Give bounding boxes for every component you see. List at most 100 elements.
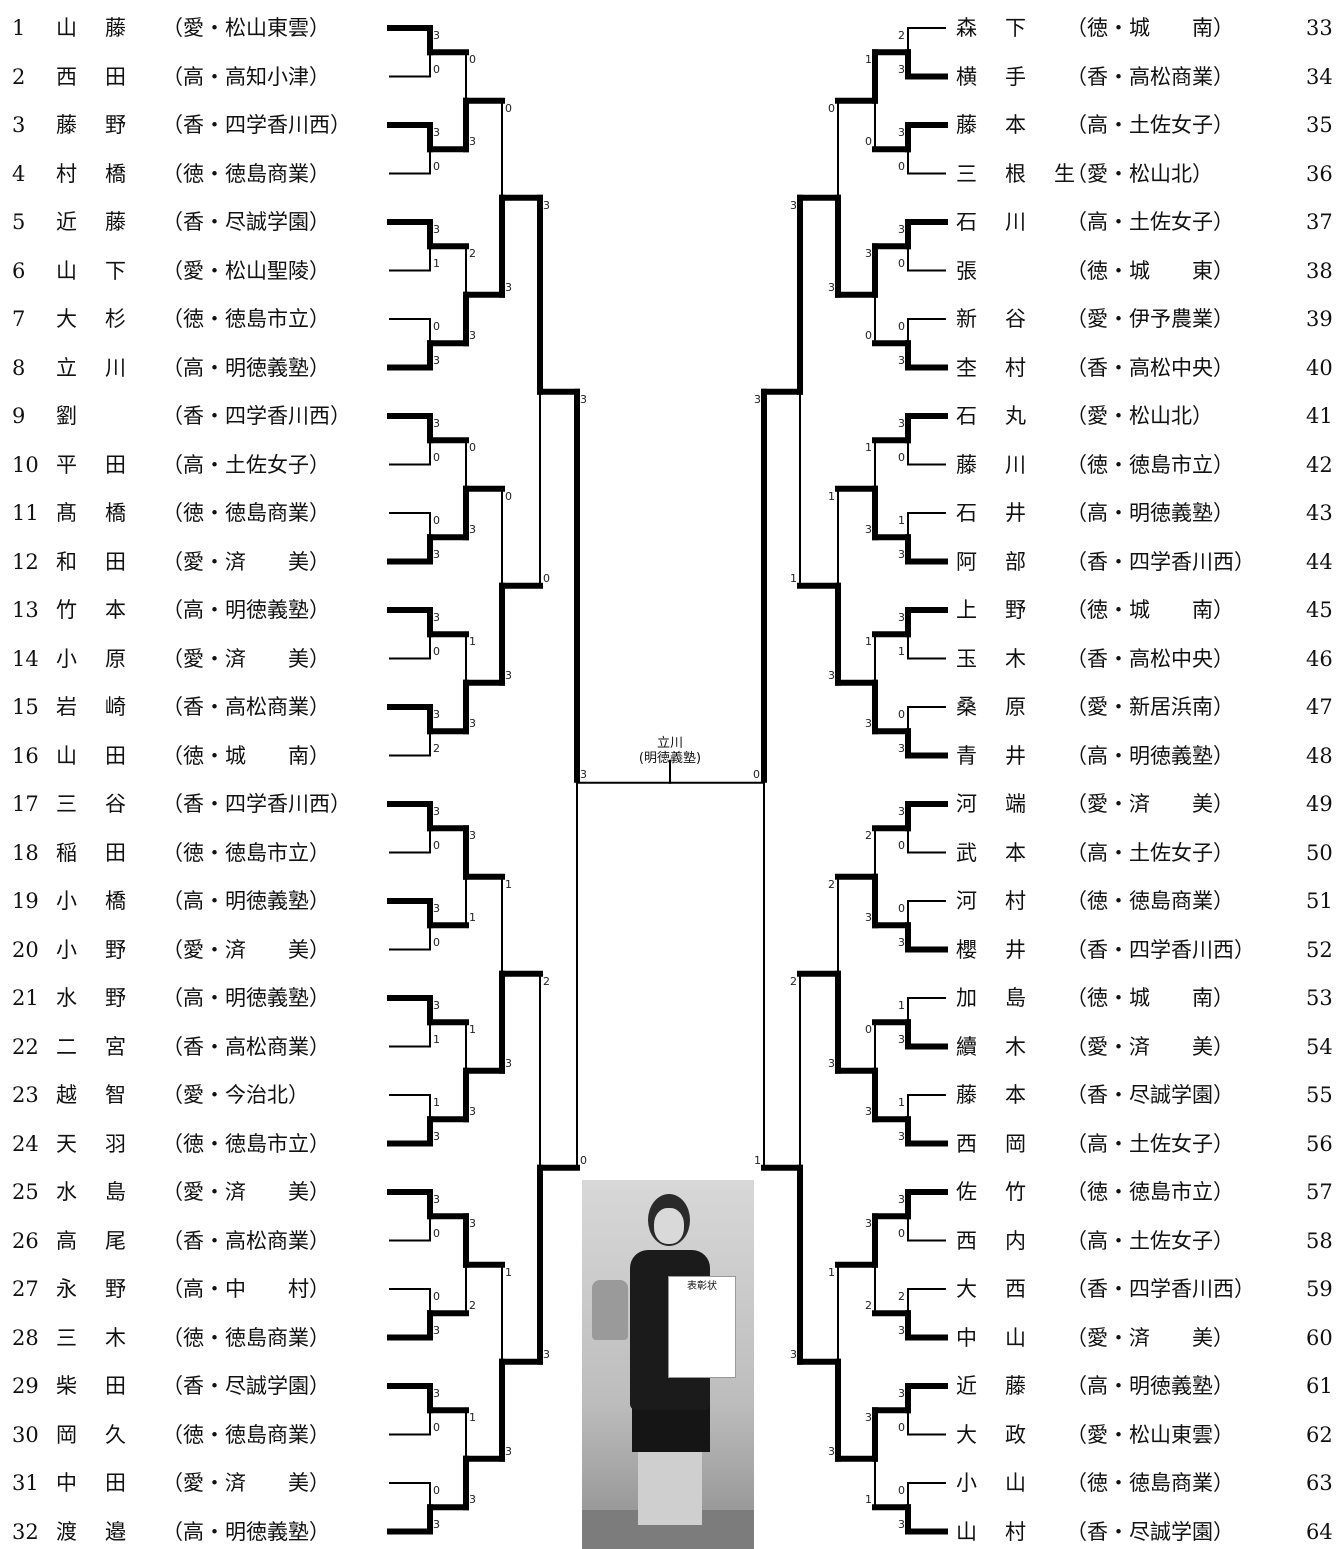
player-seed-number: 16 [12, 741, 52, 771]
match-score: 3 [828, 1446, 835, 1458]
match-score: 0 [828, 103, 835, 115]
player-seed-number: 45 [1306, 595, 1338, 625]
player-row: 40杢村（香・高松中央） [956, 353, 1336, 383]
match-score: 3 [433, 224, 440, 236]
player-row: 58西内（高・土佐女子） [956, 1226, 1336, 1256]
player-name: 永野 [56, 1274, 156, 1304]
match-score: 3 [865, 248, 872, 260]
match-score: 1 [790, 573, 797, 585]
player-name: 水島 [56, 1177, 156, 1207]
match-score: 3 [898, 1131, 905, 1143]
final-score-left: 3 [580, 769, 587, 781]
player-seed-number: 47 [1306, 692, 1338, 722]
player-school: （徳・徳島商業） [1066, 1468, 1234, 1498]
player-seed-number: 22 [12, 1032, 52, 1062]
player-row: 64山村（香・尽誠学園） [956, 1517, 1336, 1547]
player-school: （愛・済 美） [1066, 789, 1234, 819]
player-school: （愛・松山聖陵） [162, 256, 330, 286]
player-seed-number: 30 [12, 1420, 52, 1450]
player-name: 山田 [56, 741, 156, 771]
player-seed-number: 41 [1306, 401, 1338, 431]
player-row: 49河端（愛・済 美） [956, 789, 1336, 819]
player-seed-number: 52 [1306, 935, 1338, 965]
player-seed-number: 37 [1306, 207, 1338, 237]
match-score: 1 [433, 1034, 440, 1046]
player-seed-number: 56 [1306, 1129, 1338, 1159]
player-row: 19小橋（高・明徳義塾） [12, 886, 382, 916]
player-name: 藤川 [956, 450, 1056, 480]
player-name: 越智 [56, 1080, 156, 1110]
player-school: （徳・徳島商業） [162, 159, 330, 189]
match-score: 3 [433, 549, 440, 561]
player-row: 18稲田（徳・徳島市立） [12, 838, 382, 868]
player-name: 中山 [956, 1323, 1056, 1353]
player-seed-number: 14 [12, 644, 52, 674]
player-seed-number: 53 [1306, 983, 1338, 1013]
match-score: 2 [828, 879, 835, 891]
player-name: 張 [956, 256, 1056, 286]
player-row: 38張（徳・城 東） [956, 256, 1336, 286]
player-school: （香・高松商業） [162, 692, 330, 722]
player-row: 13竹本（高・明徳義塾） [12, 595, 382, 625]
player-school: （高・明徳義塾） [1066, 498, 1234, 528]
match-score: 3 [469, 1494, 476, 1506]
match-score: 3 [433, 1194, 440, 1206]
player-row: 26高尾（香・高松商業） [12, 1226, 382, 1256]
player-seed-number: 9 [12, 401, 52, 431]
player-name: 玉木 [956, 644, 1056, 674]
match-score: 1 [433, 258, 440, 270]
match-score: 3 [828, 1058, 835, 1070]
player-name: 二宮 [56, 1032, 156, 1062]
match-score: 0 [898, 1422, 905, 1434]
player-school: （香・高松商業） [162, 1032, 330, 1062]
player-row: 44阿部（香・四学香川西） [956, 547, 1336, 577]
match-score: 3 [543, 200, 550, 212]
player-seed-number: 43 [1306, 498, 1338, 528]
player-school: （愛・松山北） [1066, 401, 1213, 431]
match-score: 3 [828, 670, 835, 682]
match-score: 3 [754, 394, 761, 406]
player-name: 山藤 [56, 13, 156, 43]
player-school: （愛・今治北） [162, 1080, 309, 1110]
player-row: 4村橋（徳・徳島商業） [12, 159, 382, 189]
player-seed-number: 17 [12, 789, 52, 819]
match-score: 3 [898, 224, 905, 236]
player-row: 61近藤（高・明徳義塾） [956, 1371, 1336, 1401]
match-score: 0 [898, 1228, 905, 1240]
match-score: 0 [505, 491, 512, 503]
match-score: 3 [865, 718, 872, 730]
player-school: （愛・新居浜南） [1066, 692, 1234, 722]
player-name: 和田 [56, 547, 156, 577]
player-school: （徳・徳島市立） [1066, 1177, 1234, 1207]
player-seed-number: 32 [12, 1517, 52, 1547]
match-score: 1 [469, 1412, 476, 1424]
player-seed-number: 2 [12, 62, 52, 92]
match-score: 1 [505, 879, 512, 891]
player-seed-number: 1 [12, 13, 52, 43]
player-school: （高・明徳義塾） [1066, 1371, 1234, 1401]
player-seed-number: 34 [1306, 62, 1338, 92]
player-name: 河端 [956, 789, 1056, 819]
match-score: 1 [754, 1155, 761, 1167]
player-seed-number: 33 [1306, 13, 1338, 43]
match-score: 1 [898, 646, 905, 658]
player-school: （徳・徳島商業） [162, 498, 330, 528]
match-score: 3 [433, 1000, 440, 1012]
match-score: 3 [505, 1058, 512, 1070]
player-seed-number: 62 [1306, 1420, 1338, 1450]
player-school: （高・土佐女子） [1066, 207, 1234, 237]
player-seed-number: 59 [1306, 1274, 1338, 1304]
player-school: （愛・済 美） [162, 547, 330, 577]
match-score: 0 [433, 515, 440, 527]
player-school: （香・高松中央） [1066, 644, 1234, 674]
match-score: 3 [469, 718, 476, 730]
player-name: 村橋 [56, 159, 156, 189]
match-score: 3 [898, 1388, 905, 1400]
